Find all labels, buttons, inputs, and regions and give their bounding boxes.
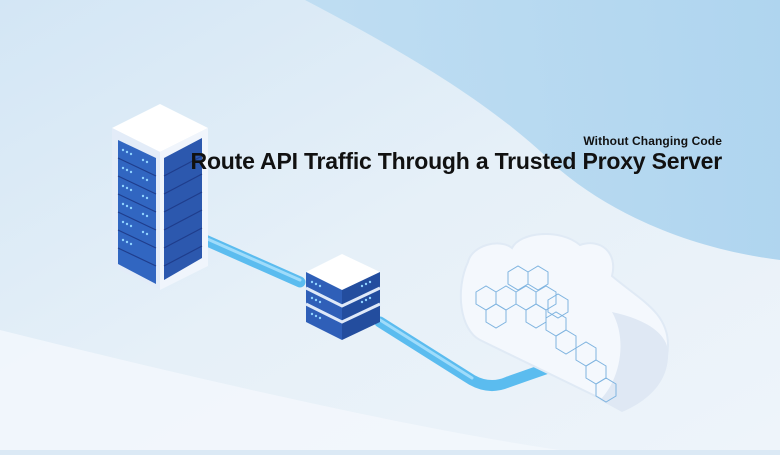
hexagon-grid bbox=[475, 265, 617, 403]
headline: Without Changing Code Route API Traffic … bbox=[190, 134, 723, 174]
cloud-icon bbox=[459, 233, 670, 412]
page-title: Route API Traffic Through a Trusted Prox… bbox=[190, 148, 723, 174]
subtitle: Without Changing Code bbox=[583, 134, 722, 148]
server-rack-icon bbox=[112, 104, 208, 290]
proxy-server-icon bbox=[305, 254, 381, 340]
